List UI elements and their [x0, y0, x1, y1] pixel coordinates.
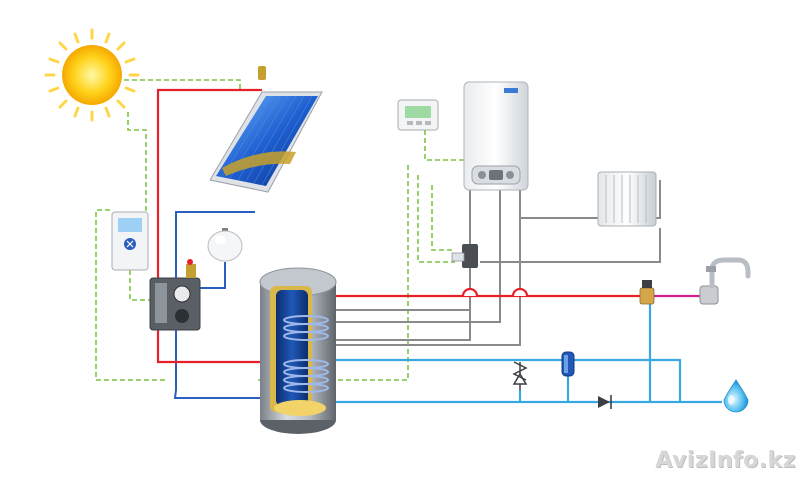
- cold-water-lines: [298, 304, 722, 404]
- air-vent-icon: [258, 66, 266, 80]
- valve-icon: [451, 244, 478, 268]
- boiler-icon: [463, 81, 529, 191]
- watermark: AvizInfo.kz: [655, 448, 796, 473]
- hot-water-lines: [156, 88, 640, 364]
- thermostat-icon: [397, 99, 439, 131]
- tank-icon: [259, 267, 337, 434]
- controller-icon: [111, 211, 149, 271]
- pump-station-icon: [149, 259, 201, 331]
- solar-panel-icon: [209, 66, 323, 193]
- check-valve-icon: [598, 395, 612, 409]
- mixing-valve-icon: [639, 280, 655, 305]
- boiler-return-lines: [320, 180, 661, 346]
- pipe-crossovers: [461, 287, 529, 297]
- faucet-icon: [699, 257, 751, 305]
- expansion-vessel-icon: [561, 351, 575, 377]
- sun-icon: [44, 28, 140, 122]
- radiator-icon: [597, 171, 657, 227]
- water-drop-icon: [723, 379, 749, 413]
- safety-valve-icon: [512, 361, 528, 390]
- expansion-vessel-icon: [207, 228, 243, 262]
